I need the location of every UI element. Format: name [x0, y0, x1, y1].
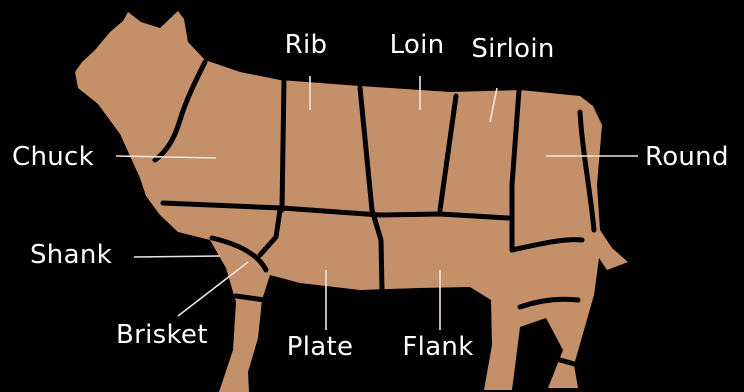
shank-leader: [134, 256, 220, 257]
sirloin-label: Sirloin: [471, 34, 554, 64]
rib-label: Rib: [285, 30, 328, 60]
flank-label: Flank: [402, 332, 473, 362]
round-label: Round: [645, 142, 729, 172]
brisket-label: Brisket: [116, 320, 208, 350]
loin-label: Loin: [390, 30, 445, 60]
chuck-label: Chuck: [12, 142, 94, 172]
shank-label: Shank: [30, 240, 112, 270]
plate-label: Plate: [287, 332, 354, 362]
chuck-rib-divider: [282, 80, 284, 210]
